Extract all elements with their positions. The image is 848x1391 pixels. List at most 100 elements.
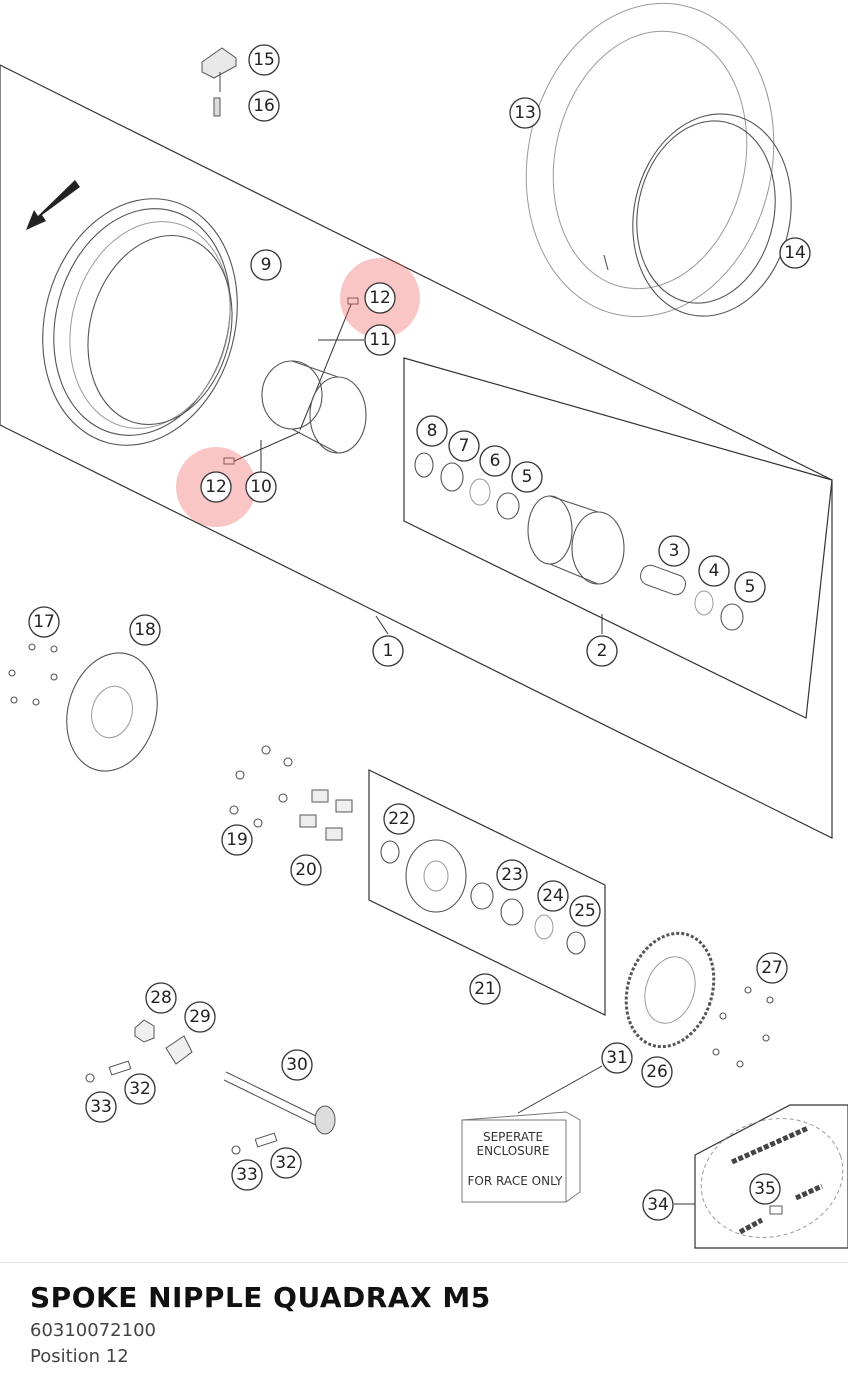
callout-5-hub-right[interactable]: 5 (734, 571, 766, 603)
sprocket-bolts-drawing (712, 986, 774, 1068)
enclosure-line-1: SEPERATE (483, 1130, 543, 1144)
callout-32-right[interactable]: 32 (270, 1147, 302, 1179)
hub-components-drawing (414, 452, 744, 631)
callout-33-label: 33 (90, 1097, 112, 1117)
callout-9-label: 9 (261, 255, 272, 275)
callout-24[interactable]: 24 (537, 880, 569, 912)
callout-27-label: 27 (761, 958, 783, 978)
sprocket-carrier-drawing (380, 839, 586, 955)
callout-7-label: 7 (459, 436, 470, 456)
callout-10[interactable]: 10 (245, 471, 277, 503)
callout-34-label: 34 (647, 1195, 669, 1215)
callout-16-label: 16 (253, 96, 275, 116)
disc-bolts-drawing (8, 643, 58, 706)
callout-21[interactable]: 21 (469, 973, 501, 1005)
callout-25-label: 25 (574, 901, 596, 921)
callout-23-label: 23 (501, 865, 523, 885)
separate-enclosure-box: SEPERATE ENCLOSURE FOR RACE ONLY (461, 1111, 581, 1203)
callout-35[interactable]: 35 (749, 1173, 781, 1205)
leader-lines (260, 339, 695, 1205)
callout-18[interactable]: 18 (129, 614, 161, 646)
callout-29[interactable]: 29 (184, 1001, 216, 1033)
callout-4[interactable]: 4 (698, 555, 730, 587)
callout-30-label: 30 (286, 1055, 308, 1075)
callout-22-label: 22 (388, 809, 410, 829)
callout-5-label: 5 (522, 467, 533, 487)
callout-31[interactable]: 31 (601, 1042, 633, 1074)
exploded-parts-diagram: SEPERATE ENCLOSURE FOR RACE ONLY 1 2 3 4… (0, 2, 848, 1249)
callout-1[interactable]: 1 (372, 635, 404, 667)
rim-tape-drawing (603, 113, 792, 317)
callout-28[interactable]: 28 (145, 982, 177, 1014)
callout-15[interactable]: 15 (248, 44, 280, 76)
callout-34[interactable]: 34 (642, 1189, 674, 1221)
callout-15-label: 15 (253, 50, 275, 70)
callout-13[interactable]: 13 (509, 97, 541, 129)
callout-12-label: 12 (369, 288, 391, 308)
callout-23[interactable]: 23 (496, 859, 528, 891)
callout-33-left[interactable]: 33 (85, 1091, 117, 1123)
part-number: 60310072100 (30, 1320, 156, 1341)
callout-10-label: 10 (250, 477, 272, 497)
valve-drawing (213, 97, 221, 117)
sprocket-carrier-frame (368, 769, 606, 1016)
callout-25[interactable]: 25 (569, 895, 601, 927)
callout-28-label: 28 (150, 988, 172, 1008)
callout-8[interactable]: 8 (416, 415, 448, 447)
callout-6-label: 6 (490, 451, 501, 471)
dampers-drawing (299, 789, 353, 841)
callout-5-hub-left[interactable]: 5 (511, 461, 543, 493)
nuts-drawing (229, 745, 293, 828)
rim-drawing (42, 198, 238, 446)
callout-5-label: 5 (745, 577, 756, 597)
callout-19[interactable]: 19 (221, 824, 253, 856)
brake-disc-drawing (66, 652, 158, 772)
tire-drawing (525, 2, 775, 318)
callout-19-label: 19 (226, 830, 248, 850)
chain-frame (694, 1104, 848, 1249)
callout-32-label: 32 (129, 1079, 151, 1099)
callout-14-label: 14 (784, 243, 806, 263)
callout-21-label: 21 (474, 979, 496, 999)
callout-13-label: 13 (514, 103, 536, 123)
selected-part-panel: SPOKE NIPPLE QUADRAX M5 60310072100 Posi… (0, 1262, 848, 1391)
callout-27[interactable]: 27 (756, 952, 788, 984)
callout-2[interactable]: 2 (586, 635, 618, 667)
callout-18-label: 18 (134, 620, 156, 640)
callout-32-left[interactable]: 32 (124, 1073, 156, 1105)
rotation-arrow-icon (26, 180, 80, 230)
part-position: Position 12 (30, 1346, 129, 1367)
callout-4-label: 4 (709, 561, 720, 581)
callout-26[interactable]: 26 (641, 1056, 673, 1088)
callout-33-right[interactable]: 33 (231, 1159, 263, 1191)
callout-3[interactable]: 3 (658, 535, 690, 567)
callout-17-label: 17 (33, 612, 55, 632)
enclosure-line-3: FOR RACE ONLY (468, 1174, 564, 1188)
callout-32-label: 32 (275, 1153, 297, 1173)
callout-14[interactable]: 14 (779, 237, 811, 269)
axle-parts-drawing (85, 1019, 336, 1155)
callout-2-label: 2 (597, 641, 608, 661)
callout-26-label: 26 (646, 1062, 668, 1082)
callout-16[interactable]: 16 (248, 90, 280, 122)
callout-3-label: 3 (669, 541, 680, 561)
callout-20-label: 20 (295, 860, 317, 880)
enclosure-line-2: ENCLOSURE (477, 1144, 550, 1158)
callout-31-label: 31 (606, 1048, 628, 1068)
callout-24-label: 24 (542, 886, 564, 906)
wheel-hub-drawing (261, 360, 367, 454)
callout-11[interactable]: 11 (364, 324, 396, 356)
callout-17[interactable]: 17 (28, 606, 60, 638)
callout-22[interactable]: 22 (383, 803, 415, 835)
callout-20[interactable]: 20 (290, 854, 322, 886)
callout-30[interactable]: 30 (281, 1049, 313, 1081)
callout-7[interactable]: 7 (448, 430, 480, 462)
callout-12-lower[interactable]: 12 (200, 471, 232, 503)
callout-12-label: 12 (205, 477, 227, 497)
callout-9[interactable]: 9 (250, 249, 282, 281)
valve-cap-drawing (201, 47, 237, 92)
chain-drawing (700, 1118, 844, 1238)
callout-33-label: 33 (236, 1165, 258, 1185)
callout-12-upper[interactable]: 12 (364, 282, 396, 314)
callout-6[interactable]: 6 (479, 445, 511, 477)
